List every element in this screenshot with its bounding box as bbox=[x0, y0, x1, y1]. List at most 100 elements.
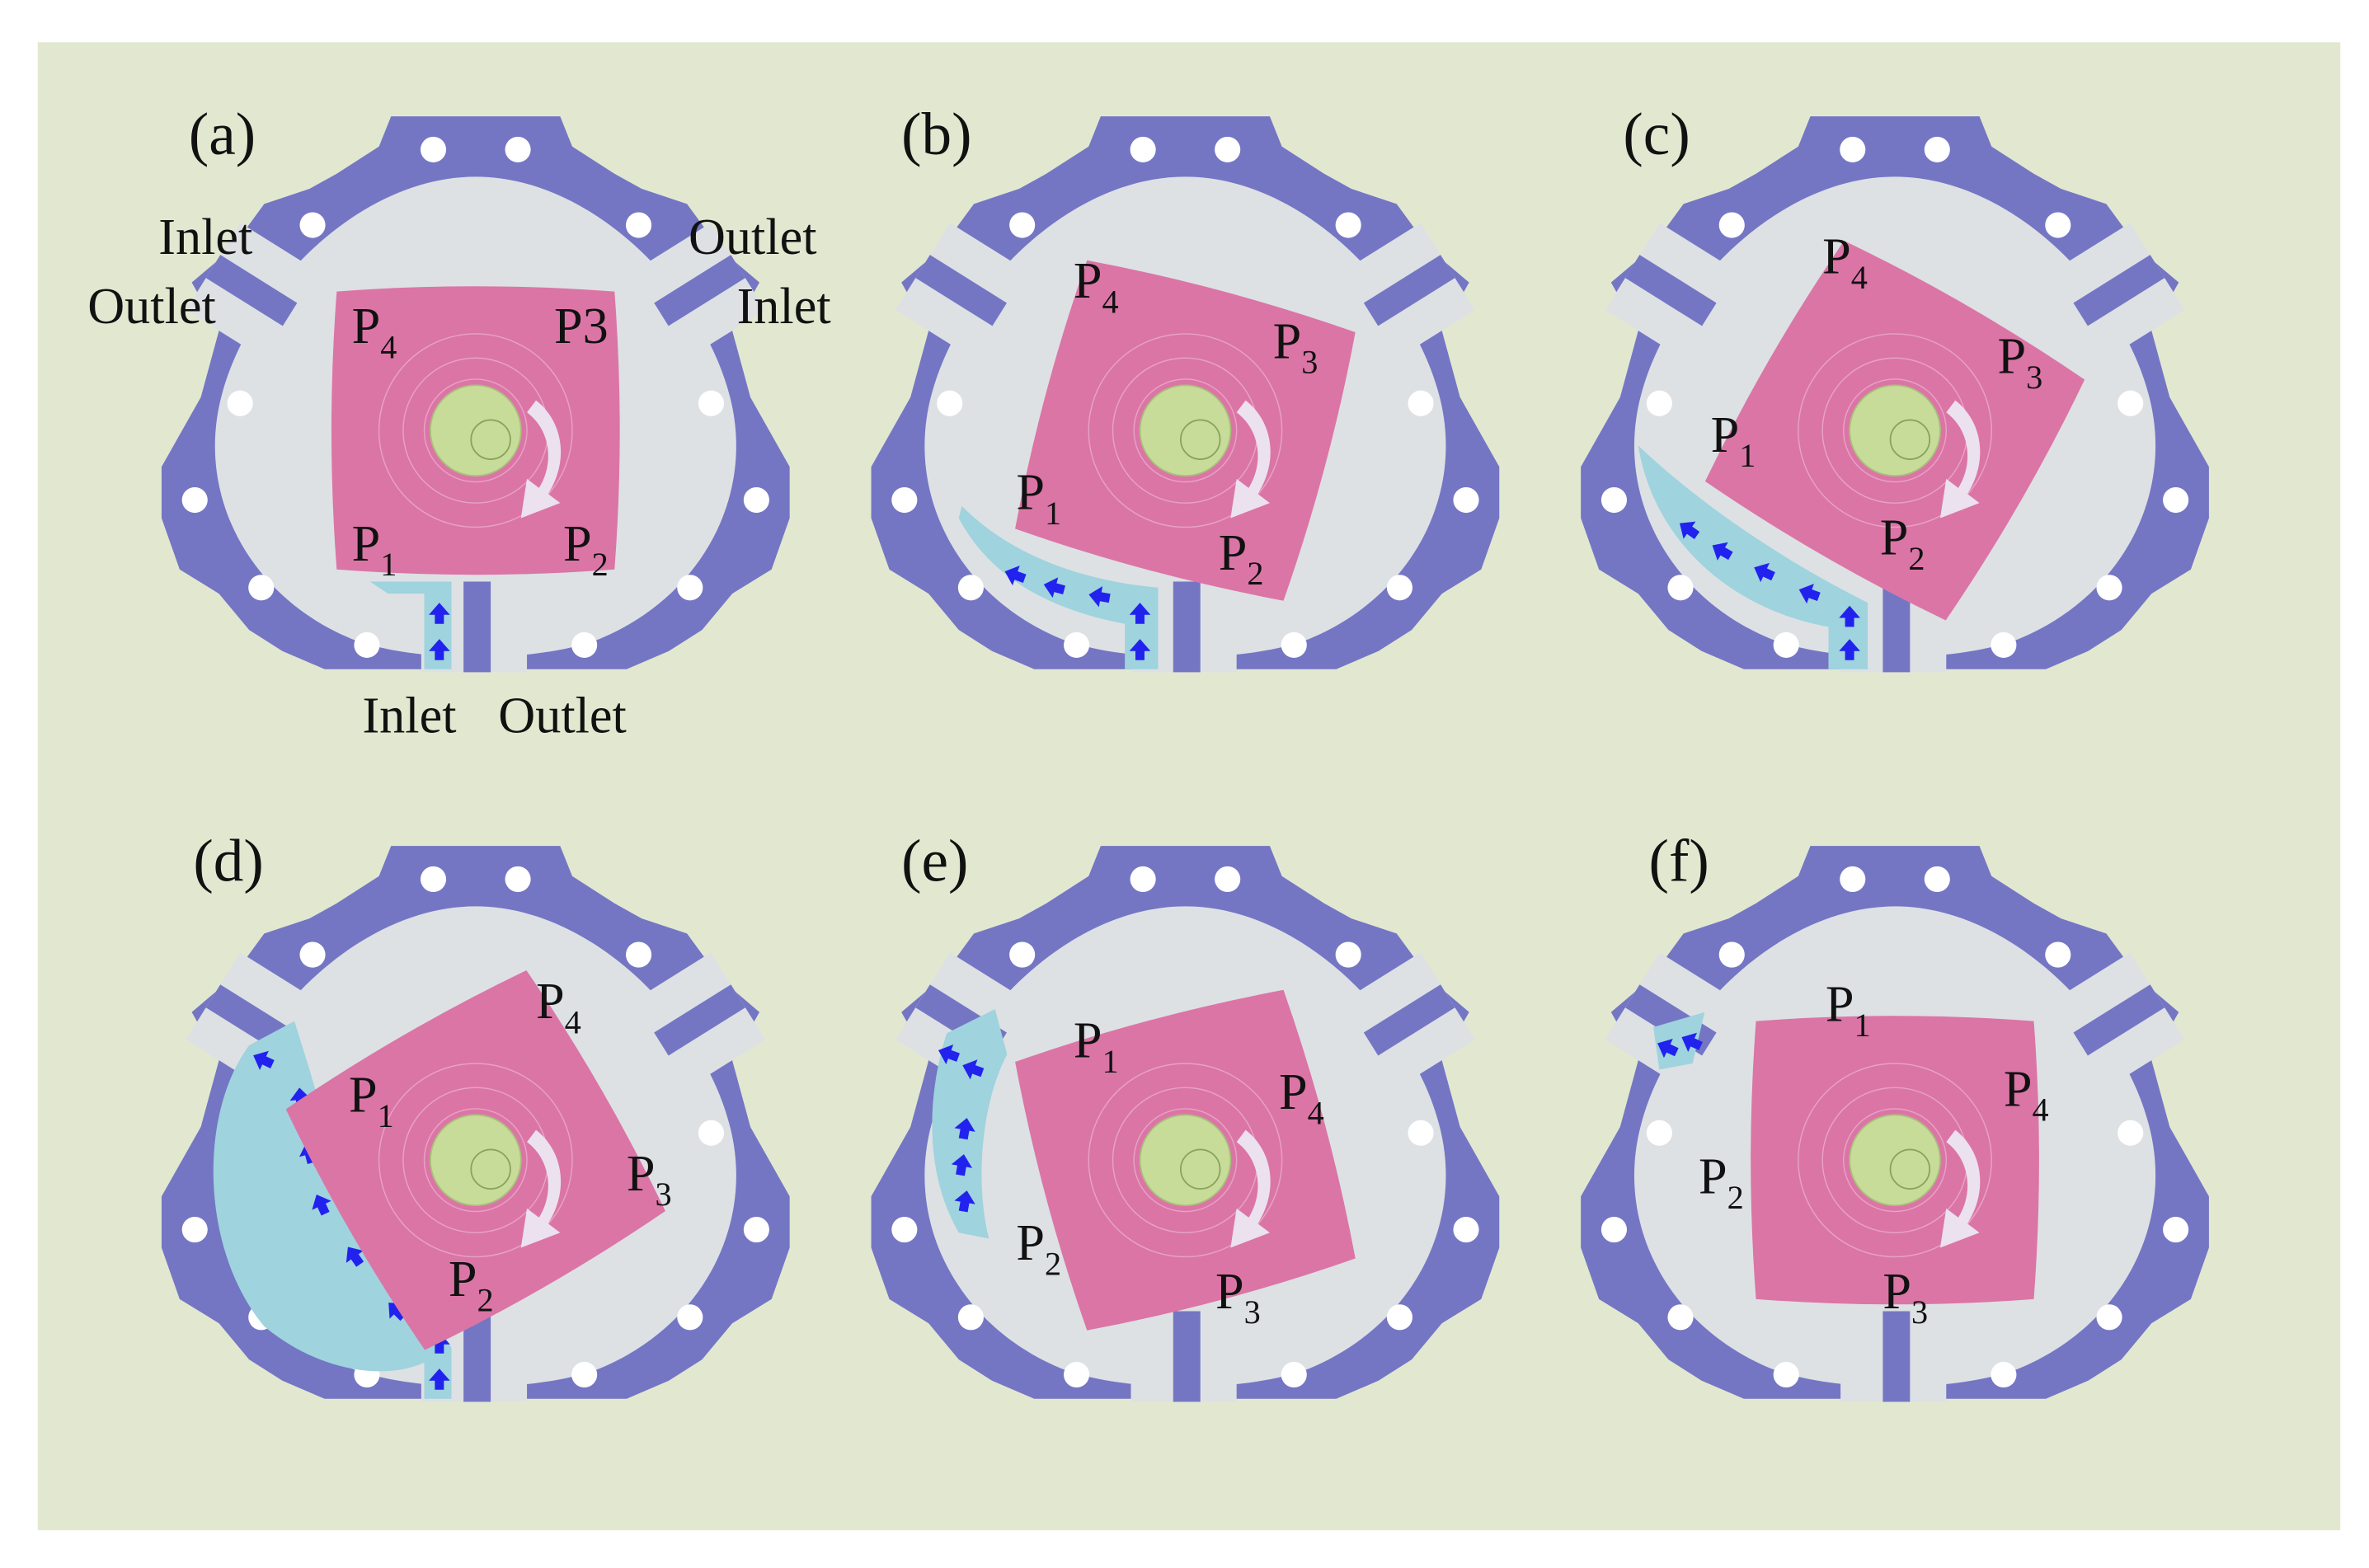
upper-right-port-divider bbox=[1363, 255, 1455, 326]
bolt-hole bbox=[1215, 136, 1241, 162]
fluid-region bbox=[1653, 1012, 1705, 1070]
upper-right-port-divider bbox=[654, 984, 745, 1056]
flow-arrow-head bbox=[1712, 542, 1733, 561]
flow-arrow bbox=[388, 1303, 407, 1322]
flow-arrow-head bbox=[345, 1246, 364, 1267]
fluid-region bbox=[369, 581, 452, 669]
flow-arrow bbox=[1043, 577, 1065, 599]
bolt-hole bbox=[937, 390, 963, 416]
bolt-hole bbox=[1009, 212, 1036, 238]
corner-label-subscript: 3 bbox=[1244, 1293, 1261, 1331]
bolt-hole bbox=[181, 1216, 208, 1243]
flow-arrow-head bbox=[954, 1118, 975, 1140]
upper-left-port-divider bbox=[1624, 255, 1717, 326]
panel-tag: (b) bbox=[901, 101, 971, 167]
bolt-hole bbox=[1773, 631, 1799, 658]
bolt-hole bbox=[1600, 1216, 1628, 1243]
bolt-hole bbox=[1667, 1304, 1694, 1331]
bolt-hole bbox=[299, 941, 326, 968]
panel-tag: (d) bbox=[193, 827, 263, 894]
panel-tag: (f) bbox=[1649, 827, 1709, 894]
port-label-top-right-inlet: Inlet bbox=[737, 279, 831, 335]
bolt-hole bbox=[1991, 1361, 2017, 1388]
flow-arrow bbox=[429, 1332, 450, 1354]
rotor-ring bbox=[423, 1108, 528, 1213]
bolt-hole bbox=[677, 1304, 703, 1331]
port-label-top-right-outlet: Outlet bbox=[689, 209, 817, 265]
bolt-hole bbox=[248, 575, 275, 601]
bolt-hole bbox=[1408, 390, 1434, 416]
rotor-ring bbox=[1843, 1108, 1948, 1213]
corner-label-subscript: 3 bbox=[2026, 359, 2042, 396]
bolt-hole bbox=[1924, 136, 1950, 162]
bolt-hole bbox=[571, 631, 598, 658]
corner-label-subscript: 4 bbox=[2033, 1091, 2049, 1129]
flow-arrow-head bbox=[1798, 584, 1821, 604]
flow-arrow bbox=[1088, 586, 1111, 608]
bolt-hole bbox=[698, 1120, 725, 1146]
flow-arrow-head bbox=[1004, 566, 1027, 586]
eccentric-shaft bbox=[429, 1114, 522, 1207]
bolt-hole bbox=[1453, 486, 1479, 514]
bolt-hole bbox=[891, 486, 918, 514]
corner-label: P2 bbox=[563, 516, 609, 583]
corner-label-subscript: 1 bbox=[1045, 495, 1061, 532]
corner-label-subscript: 1 bbox=[380, 546, 397, 583]
flow-arrow-head bbox=[1754, 562, 1775, 583]
bolt-hole bbox=[2096, 575, 2122, 601]
bolt-hole bbox=[1130, 136, 1156, 162]
flow-arrow bbox=[345, 1246, 364, 1267]
flow-arrow bbox=[312, 1194, 331, 1216]
corner-label-subscript: 1 bbox=[1102, 1043, 1119, 1080]
eccentric-shaft bbox=[1849, 384, 1941, 477]
rotor-ring bbox=[1088, 333, 1283, 528]
bolt-hole bbox=[1924, 866, 1950, 893]
corner-label-subscript: 2 bbox=[1247, 555, 1263, 592]
flow-arrow-head bbox=[1839, 605, 1860, 627]
rotation-arrow bbox=[520, 400, 562, 519]
upper-right-port-divider bbox=[654, 255, 745, 326]
bolt-hole bbox=[181, 486, 208, 514]
corner-label-subscript: 2 bbox=[1908, 540, 1925, 577]
bolt-hole bbox=[1281, 631, 1307, 658]
upper-right-port-divider bbox=[2073, 984, 2165, 1056]
bolt-hole bbox=[677, 575, 703, 601]
corner-label: P3 bbox=[554, 298, 609, 354]
upper-right-port bbox=[633, 223, 766, 359]
bolt-hole bbox=[957, 1304, 984, 1331]
shaft-pin bbox=[1889, 419, 1931, 460]
corner-label-subscript: 1 bbox=[1739, 437, 1756, 474]
upper-left-port bbox=[1605, 223, 1737, 359]
bolt-hole bbox=[1773, 1361, 1799, 1388]
bolt-hole bbox=[1130, 866, 1156, 893]
bolt-hole bbox=[1646, 1120, 1672, 1146]
flow-arrow bbox=[1004, 566, 1027, 586]
bolt-hole bbox=[1281, 1361, 1307, 1388]
bolt-hole bbox=[1991, 631, 2017, 658]
corner-label: P4 bbox=[536, 974, 581, 1040]
flow-arrow bbox=[429, 639, 450, 660]
flow-arrow-head bbox=[289, 1087, 312, 1110]
bolt-hole bbox=[957, 575, 984, 601]
rotor-ring bbox=[1798, 333, 1992, 528]
bolt-hole bbox=[1408, 1120, 1434, 1146]
upper-right-port-divider bbox=[2073, 255, 2165, 326]
flow-arrow bbox=[1129, 639, 1151, 660]
flow-arrow bbox=[1657, 1039, 1679, 1059]
rotor-ring bbox=[1133, 378, 1238, 483]
bolt-hole bbox=[1453, 1216, 1479, 1243]
bolt-hole bbox=[2045, 212, 2071, 238]
bolt-hole bbox=[2118, 390, 2144, 416]
rotor-ring bbox=[1843, 378, 1948, 483]
flow-arrow-head bbox=[1681, 1032, 1703, 1052]
upper-left-port bbox=[186, 223, 317, 359]
rotor-ring bbox=[378, 333, 573, 528]
upper-right-port bbox=[2053, 223, 2185, 359]
upper-right-port-divider bbox=[1363, 984, 1455, 1056]
corner-label-subscript: 4 bbox=[1851, 259, 1868, 296]
flow-arrow-head bbox=[951, 1154, 973, 1176]
flow-arrow-head bbox=[1657, 1039, 1679, 1059]
